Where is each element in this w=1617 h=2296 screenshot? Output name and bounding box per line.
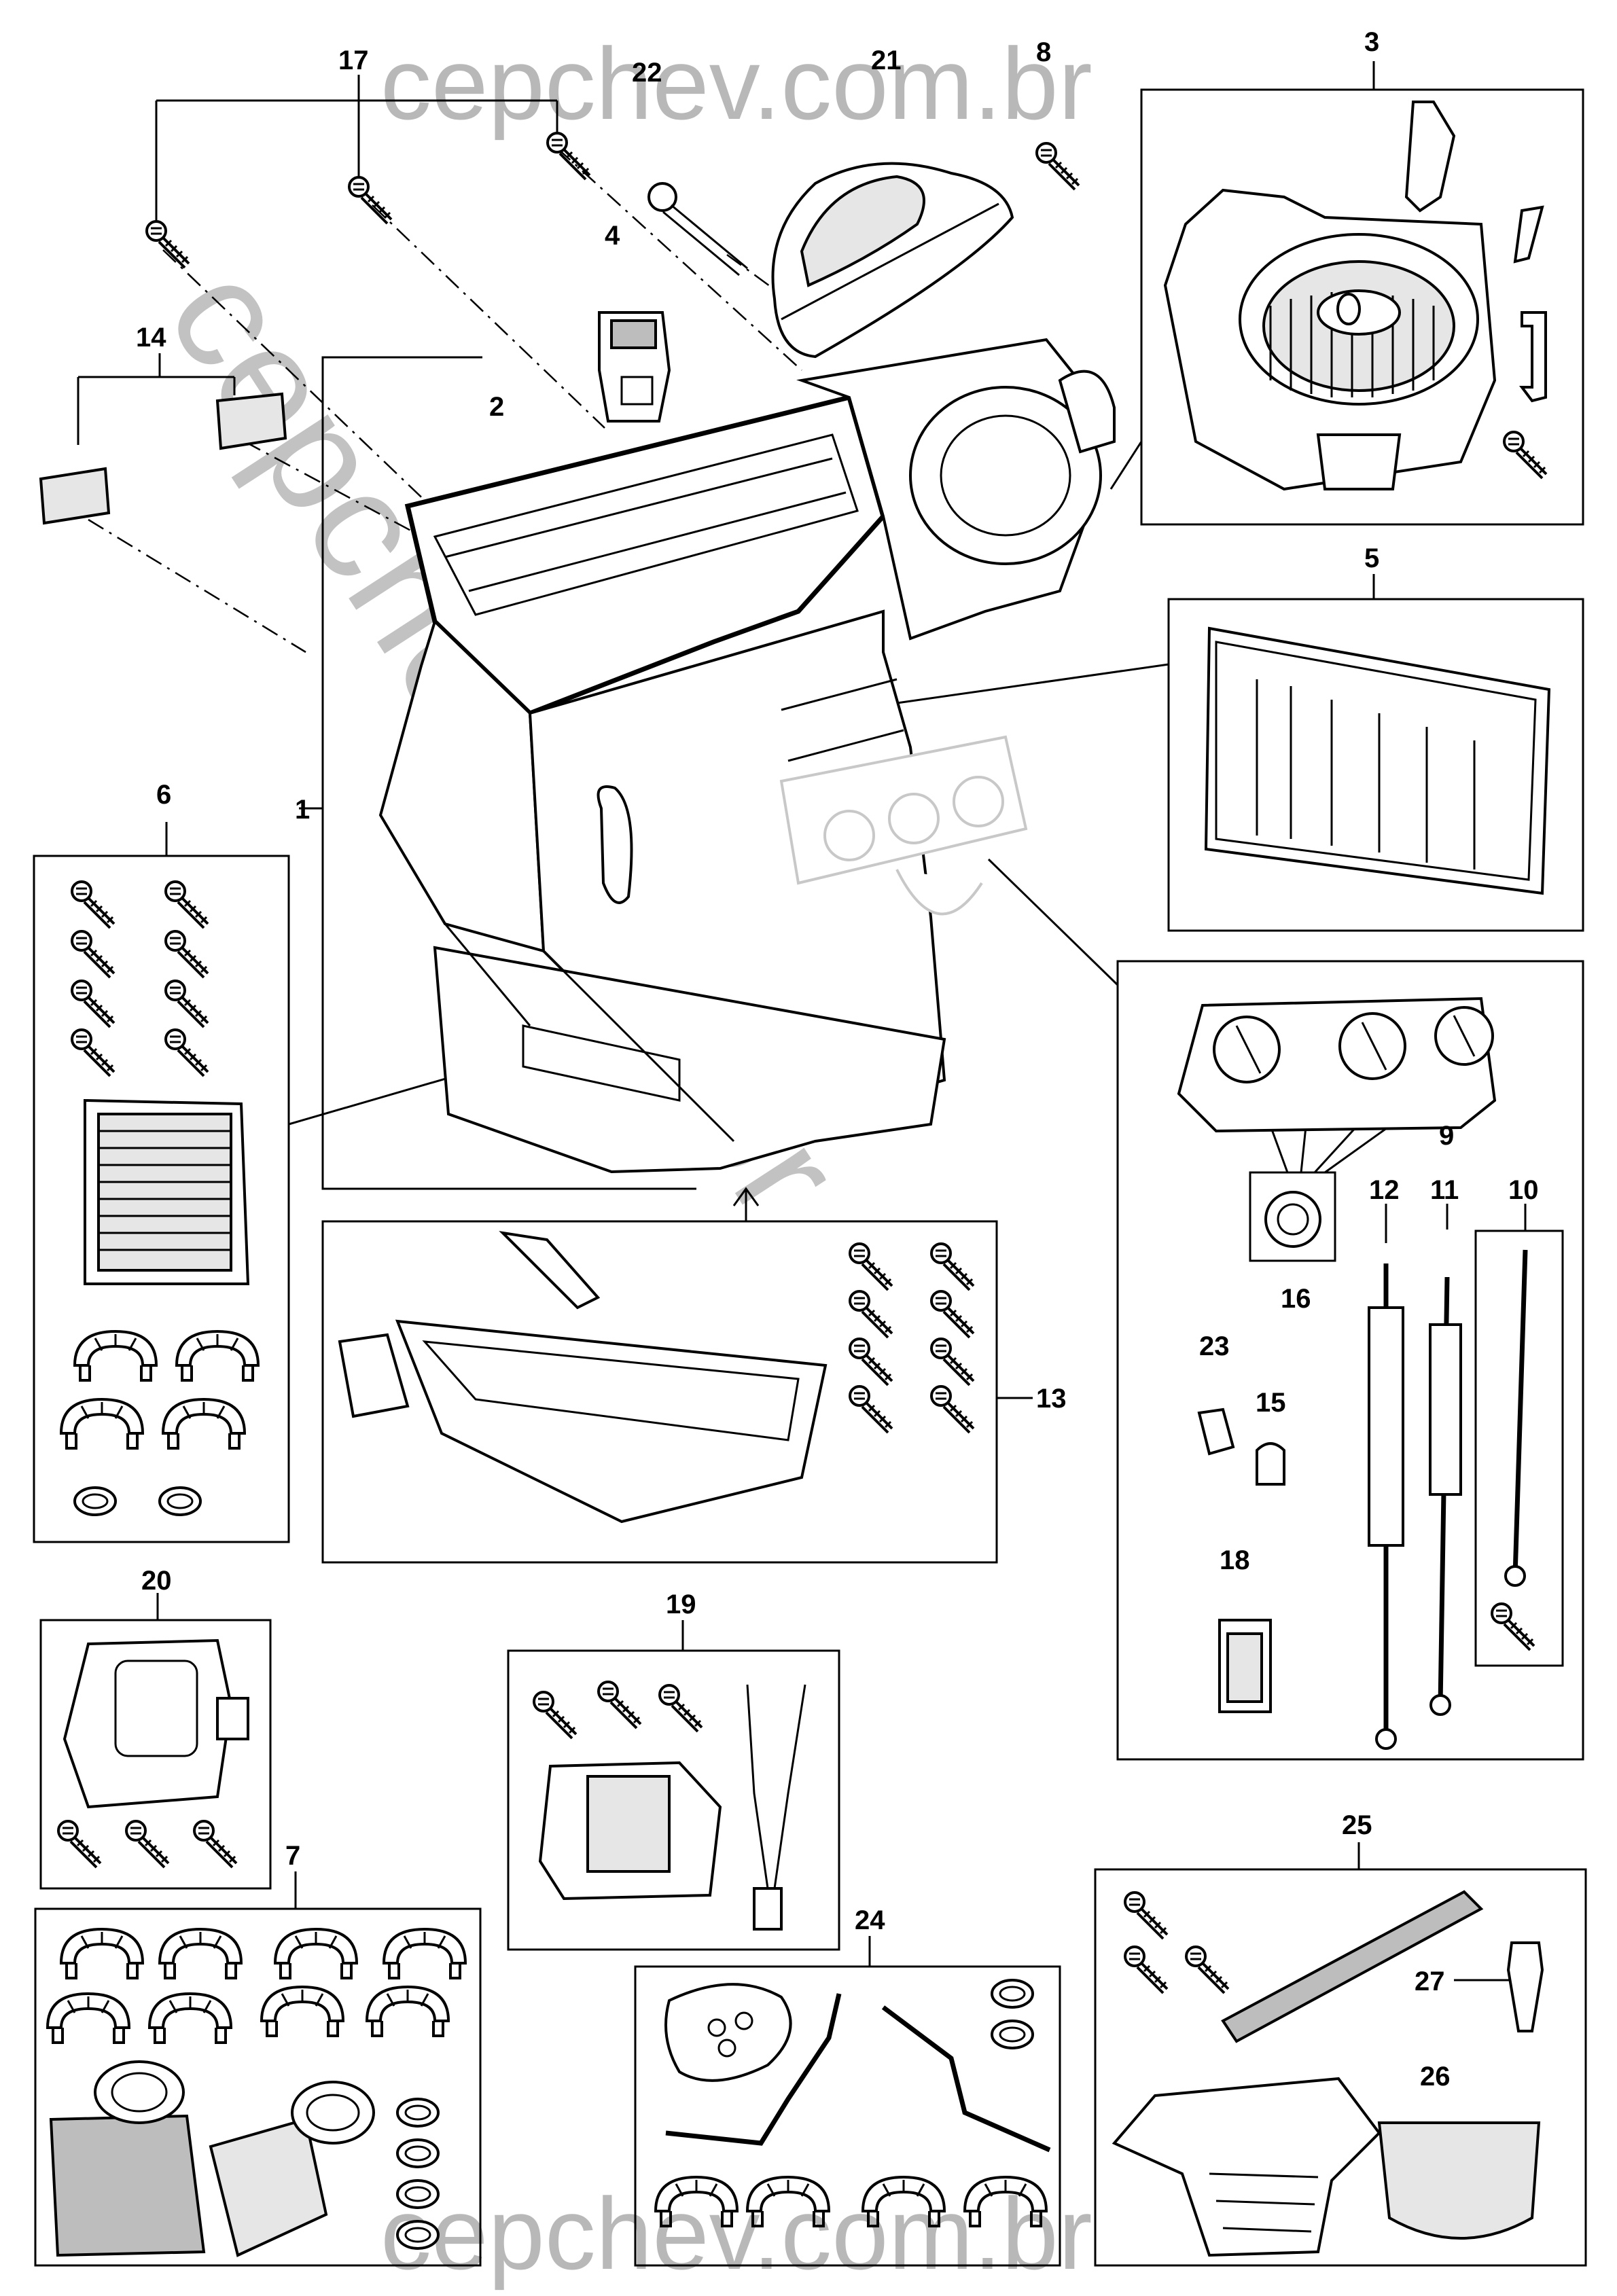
callout-17: 17: [338, 46, 369, 75]
filters-14: [39, 392, 287, 525]
callout-3: 3: [1364, 27, 1379, 57]
callout-24: 24: [855, 1905, 885, 1935]
duct-21: [771, 162, 1014, 359]
callout-16: 16: [1281, 1284, 1311, 1314]
assembly-lines: [88, 147, 816, 653]
callout-2: 2: [489, 392, 504, 422]
callout-14: 14: [136, 323, 166, 353]
box-6: [33, 855, 290, 1543]
box-5: [1167, 598, 1584, 932]
callout-26: 26: [1420, 2062, 1451, 2092]
callout-9: 9: [1439, 1121, 1454, 1151]
screw-8: [1035, 142, 1080, 191]
callout-8: 8: [1036, 37, 1051, 67]
kit-19-parts: [533, 1681, 806, 1931]
callout-18: 18: [1220, 1545, 1250, 1575]
callout-10: 10: [1508, 1175, 1539, 1205]
control-panel-9: [1177, 997, 1497, 1133]
watermark-top: cepchev.com.br: [380, 26, 1092, 141]
box-10: [1474, 1230, 1564, 1667]
bulb-15-23: [1197, 1407, 1285, 1486]
cables-10-11-12: [1368, 1249, 1535, 1750]
kit-25-parts: [1112, 1890, 1544, 2257]
box-20: [39, 1619, 272, 1890]
heater-housing-illustration: [378, 338, 1116, 1174]
callout-25: 25: [1342, 1810, 1372, 1840]
callout-13: 13: [1036, 1384, 1067, 1414]
stud-22b: [647, 182, 748, 276]
callout-22: 22: [632, 58, 662, 88]
knob-16: [1264, 1191, 1321, 1248]
box-13: [321, 1220, 998, 1564]
screw-17b: [348, 176, 393, 225]
box-25: [1094, 1868, 1587, 2267]
resistor-4: [598, 311, 671, 423]
callout-1: 1: [295, 795, 310, 825]
insert-18: [1218, 1619, 1272, 1713]
box-16: [1249, 1171, 1336, 1262]
box-7: [34, 1907, 482, 2267]
callout-7: 7: [285, 1841, 300, 1871]
callout-4: 4: [605, 221, 620, 251]
filter-5: [1204, 626, 1551, 895]
actuator-20: [57, 1638, 249, 1869]
callout-labels: 1 2 3 4 5 6 7 8 9 10 11 12 13 14 15 16 1…: [136, 27, 1539, 2092]
callout-19: 19: [666, 1590, 696, 1619]
callout-11: 11: [1430, 1175, 1459, 1205]
callout-6: 6: [156, 780, 171, 810]
callout-12: 12: [1369, 1175, 1400, 1205]
blower-motor-illustration: [1163, 101, 1548, 491]
callout-23: 23: [1199, 1331, 1230, 1361]
callout-21: 21: [871, 46, 902, 75]
callout-15: 15: [1256, 1388, 1286, 1418]
screw-17a: [145, 220, 190, 269]
box-19: [507, 1649, 840, 1951]
box-3: [1140, 88, 1584, 526]
box-9: [1116, 960, 1584, 1761]
kit-6-parts: [60, 880, 260, 1516]
callout-20: 20: [141, 1566, 172, 1596]
kit-24-parts: [654, 1979, 1051, 2227]
box-24: [634, 1965, 1061, 2267]
callout-5: 5: [1364, 543, 1379, 573]
callout-27: 27: [1415, 1967, 1445, 1996]
lower-case-13: [338, 1231, 975, 1524]
leader-lines: [77, 61, 1527, 1981]
kit-7-parts: [46, 1928, 467, 2257]
